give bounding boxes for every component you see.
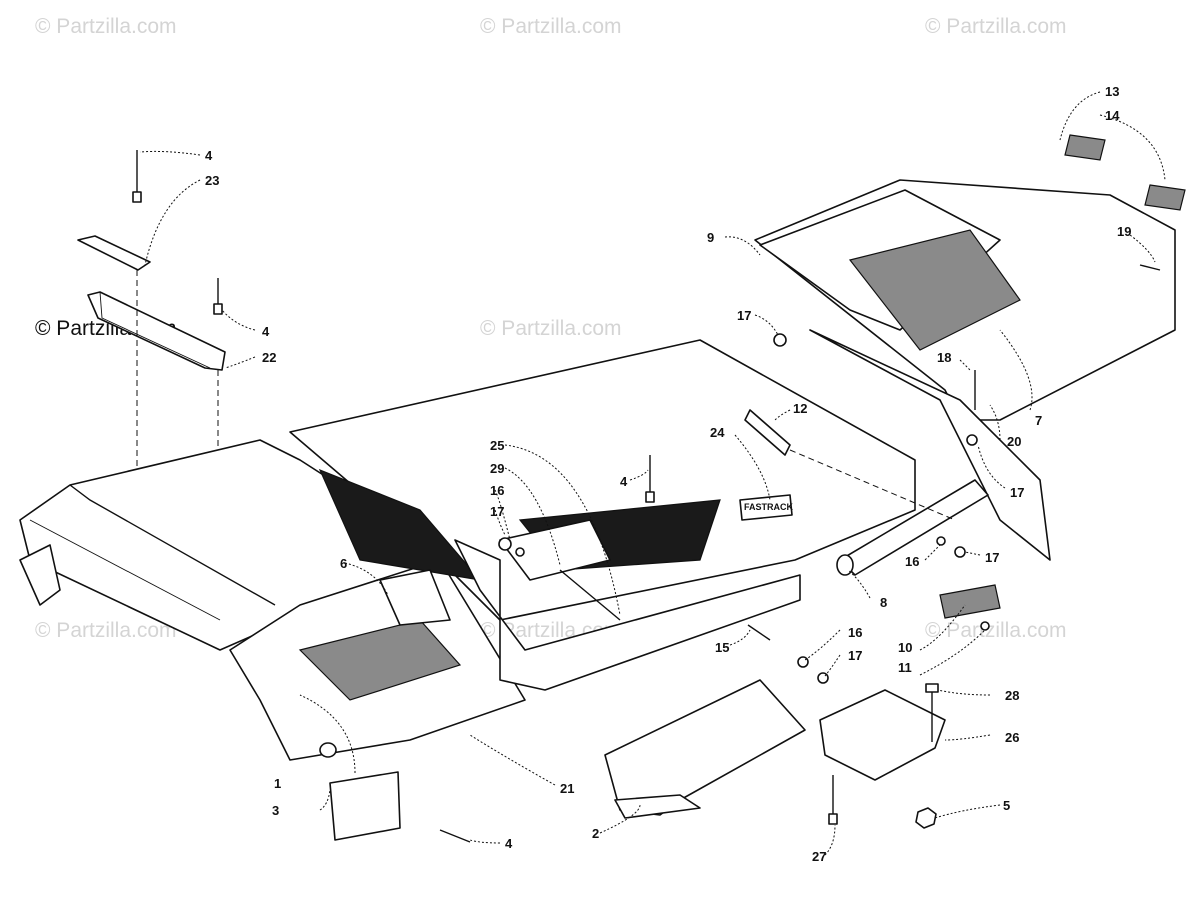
- callout-26[interactable]: 26: [1005, 730, 1019, 745]
- callout-16[interactable]: 16: [905, 554, 919, 569]
- callout-20[interactable]: 20: [1007, 434, 1021, 449]
- callout-16[interactable]: 16: [490, 483, 504, 498]
- callout-9[interactable]: 9: [707, 230, 714, 245]
- callout-22[interactable]: 22: [262, 350, 276, 365]
- callout-14[interactable]: 14: [1105, 108, 1120, 123]
- callout-24[interactable]: 24: [710, 425, 725, 440]
- callout-19[interactable]: 19: [1117, 224, 1131, 239]
- callout-11[interactable]: 11: [898, 660, 912, 675]
- part-washer-16-right[interactable]: [936, 536, 946, 546]
- part-rod-19[interactable]: [1139, 264, 1161, 271]
- part-nut-17-right[interactable]: [773, 333, 787, 347]
- part-bolt-12[interactable]: [744, 409, 791, 456]
- part-rivet-mid-left[interactable]: [213, 278, 223, 315]
- watermark: © Partzilla.com: [480, 15, 622, 38]
- watermark: © Partzilla.com: [925, 619, 1067, 642]
- part-nut-17-right3[interactable]: [954, 546, 966, 558]
- part-hitch-tube[interactable]: [836, 479, 989, 576]
- callout-17[interactable]: 17: [490, 504, 504, 519]
- decal-brand: FASTRACK: [744, 502, 793, 512]
- callout-29[interactable]: 29: [490, 461, 504, 476]
- part-top-plate[interactable]: [77, 235, 151, 271]
- callout-17[interactable]: 17: [985, 550, 999, 565]
- part-nut-17-right2[interactable]: [966, 434, 978, 446]
- callout-3[interactable]: 3: [272, 803, 279, 818]
- part-reflector-upper[interactable]: [1064, 134, 1106, 161]
- part-clamp-29[interactable]: [499, 519, 611, 581]
- part-nut-17-left[interactable]: [498, 537, 512, 551]
- callout-17[interactable]: 17: [737, 308, 751, 323]
- part-bolt-15[interactable]: [747, 624, 771, 641]
- callout-8[interactable]: 8: [880, 595, 887, 610]
- callout-17[interactable]: 17: [848, 648, 862, 663]
- callout-27[interactable]: 27: [812, 849, 826, 864]
- callout-12[interactable]: 12: [793, 401, 807, 416]
- part-tunnel-left-running-board[interactable]: [19, 439, 526, 761]
- part-washer-16-left[interactable]: [515, 547, 525, 557]
- part-hitch-plate[interactable]: [939, 584, 1001, 619]
- callout-4[interactable]: 4: [620, 474, 628, 489]
- part-nut-17[interactable]: [817, 672, 829, 684]
- part-angle-bracket[interactable]: [87, 291, 226, 371]
- part-rear-bumper[interactable]: [754, 179, 1176, 561]
- callout-7[interactable]: 7: [1035, 413, 1042, 428]
- part-rivet-top-left[interactable]: [132, 150, 142, 203]
- part-bolt-28[interactable]: [925, 683, 939, 742]
- callout-4[interactable]: 4: [262, 324, 270, 339]
- part-reflector-lower[interactable]: [1144, 184, 1186, 211]
- callout-2[interactable]: 2: [592, 826, 599, 841]
- part-tunnel-side[interactable]: [379, 539, 801, 691]
- callout-25[interactable]: 25: [490, 438, 504, 453]
- callout-5[interactable]: 5: [1003, 798, 1010, 813]
- part-bolt-11[interactable]: [980, 621, 990, 631]
- part-rivet-bottom[interactable]: [439, 829, 471, 843]
- callout-4[interactable]: 4: [505, 836, 513, 851]
- part-bracket-2[interactable]: [604, 679, 806, 819]
- part-nut-5[interactable]: [915, 807, 937, 829]
- watermark: © Partzilla.com: [480, 317, 622, 340]
- callout-6[interactable]: 6: [340, 556, 347, 571]
- part-block-26[interactable]: [819, 689, 946, 781]
- watermark: © Partzilla.com: [35, 15, 177, 38]
- leader-lines: [139, 91, 1166, 856]
- callout-16[interactable]: 16: [848, 625, 862, 640]
- callout-18[interactable]: 18: [937, 350, 951, 365]
- part-rivet-center[interactable]: [645, 455, 655, 503]
- callout-10[interactable]: 10: [898, 640, 912, 655]
- part-rod-25[interactable]: [559, 569, 621, 621]
- callout-labels: 4 23 4 22 6 1 3 4 21 2 27 5 26 28 15 16 …: [205, 84, 1131, 864]
- callout-23[interactable]: 23: [205, 173, 219, 188]
- callout-17[interactable]: 17: [1010, 485, 1024, 500]
- part-plug-21[interactable]: [319, 742, 337, 758]
- callout-15[interactable]: 15: [715, 640, 729, 655]
- watermark: © Partzilla.com: [925, 15, 1067, 38]
- decal-fastrack: [739, 494, 793, 521]
- part-bolt-27[interactable]: [828, 775, 838, 825]
- callout-4[interactable]: 4: [205, 148, 213, 163]
- callout-1[interactable]: 1: [274, 776, 281, 791]
- callout-21[interactable]: 21: [560, 781, 574, 796]
- part-plate-3[interactable]: [329, 771, 401, 841]
- watermark: © Partzilla.com: [35, 619, 177, 642]
- callout-28[interactable]: 28: [1005, 688, 1019, 703]
- callout-13[interactable]: 13: [1105, 84, 1119, 99]
- part-washer-16[interactable]: [797, 656, 809, 668]
